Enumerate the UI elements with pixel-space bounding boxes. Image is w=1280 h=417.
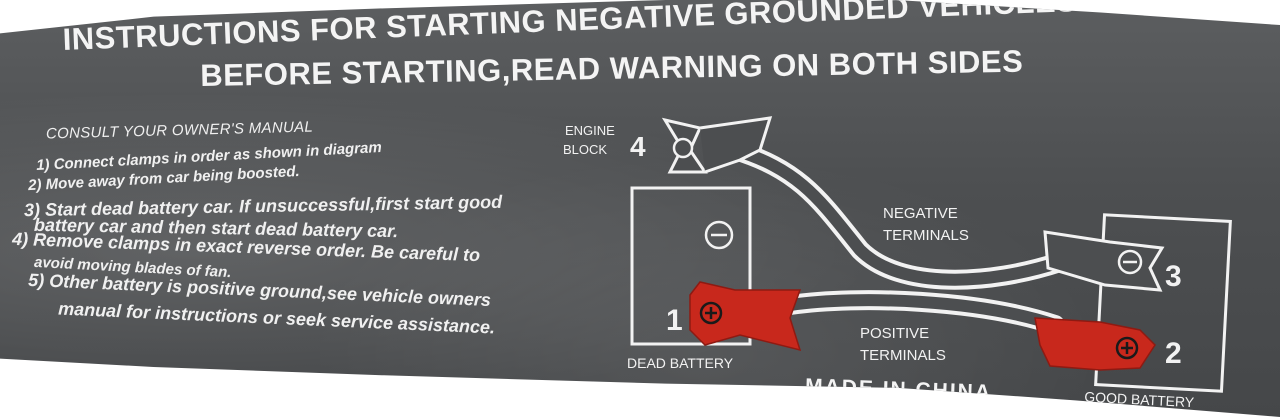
made-in-label: MADE IN CHINA (804, 374, 993, 405)
clamp-3-negative-icon (1043, 230, 1165, 292)
positive-label: POSITIVE (860, 325, 929, 342)
good-battery-box (1094, 213, 1232, 393)
positive-terminals-label: TERMINALS (860, 347, 946, 364)
dead-battery-label: DEAD BATTERY (627, 355, 734, 371)
clamp-2-number: 2 (1165, 337, 1182, 370)
engine-label: ENGINE (565, 123, 615, 138)
clamp-4-engine-block-icon (661, 116, 773, 174)
dead-battery-box (630, 186, 752, 346)
negative-label: NEGATIVE (883, 205, 958, 222)
clamp-4-number: 4 (630, 131, 646, 162)
dead-battery-minus-icon (704, 220, 734, 250)
block-label: BLOCK (563, 142, 607, 157)
good-battery-label: GOOD BATTERY (1084, 389, 1195, 411)
clamp-1-number: 1 (666, 304, 683, 337)
clamp-3-number: 3 (1165, 260, 1182, 293)
negative-terminals-label: TERMINALS (883, 227, 969, 244)
clamp-2-positive-icon (1034, 317, 1156, 371)
clamp-1-positive-icon (689, 281, 802, 352)
